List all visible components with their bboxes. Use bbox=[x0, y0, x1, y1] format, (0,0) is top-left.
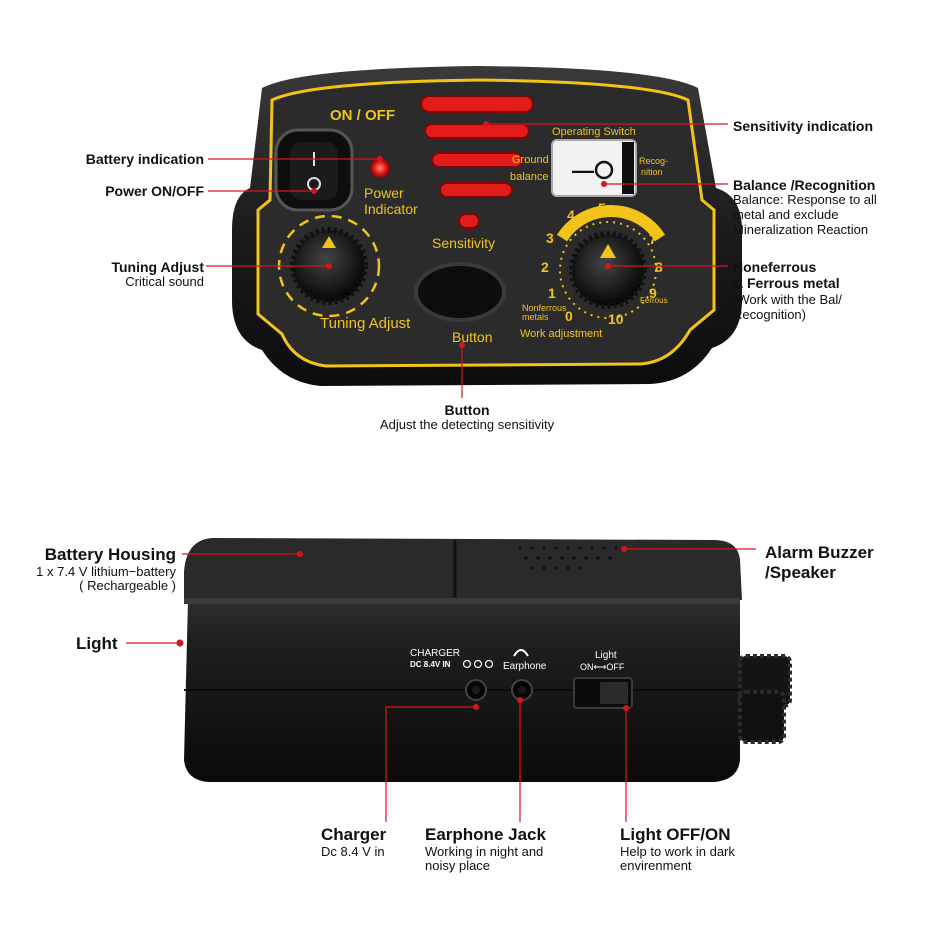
panel-on-off-label: ON / OFF bbox=[330, 107, 395, 124]
panel-nition-label: nition bbox=[641, 167, 663, 177]
callout-balance-title: Balance /Recognition bbox=[733, 177, 876, 193]
callout-nonferrous-line: Recognition) bbox=[733, 307, 806, 323]
callout-light-off-on: Light OFF/ON Help to work in dark envire… bbox=[620, 825, 735, 874]
side-light-switch-label: ON⟷OFF bbox=[580, 662, 625, 672]
panel-work-adjustment-label: Work adjustment bbox=[520, 328, 602, 340]
dial-number: 8 bbox=[655, 259, 663, 275]
recognition-symbol-icon bbox=[594, 160, 614, 180]
callout-tuning-adjust: Tuning Adjust Critical sound bbox=[111, 259, 204, 290]
work-adjust-knob[interactable] bbox=[556, 205, 666, 319]
callout-nonferrous-line: (Work with the Bal/ bbox=[733, 292, 842, 308]
leader-lines bbox=[126, 123, 756, 822]
side-earphone-label: Earphone bbox=[503, 661, 547, 672]
callout-earphone-title: Earphone Jack bbox=[425, 825, 546, 844]
callout-battery-housing: Battery Housing 1 x 7.4 V lithium−batter… bbox=[36, 545, 176, 594]
panel-nonferrous-label: Nonferrous bbox=[522, 303, 567, 313]
callout-battery-housing-title: Battery Housing bbox=[44, 545, 176, 564]
callout-light-off-on-line: envirenment bbox=[620, 858, 692, 874]
callout-earphone-line: noisy place bbox=[425, 858, 491, 874]
sensitivity-button[interactable] bbox=[414, 262, 506, 322]
callout-nonferrous-title: Noneferrous bbox=[733, 259, 817, 275]
panel-recog-label: Recog- bbox=[639, 156, 668, 166]
dial-number: 9 bbox=[649, 285, 657, 301]
callout-balance-line: Mineralization Reaction bbox=[733, 221, 869, 237]
balance-symbol: — bbox=[572, 158, 594, 183]
callout-button: Button Adjust the detecting sensitivity bbox=[352, 402, 582, 433]
callout-earphone-line: Working in night and bbox=[425, 843, 544, 859]
callout-charger-sub: Dc 8.4 V in bbox=[321, 843, 385, 859]
side-charger-label: CHARGER bbox=[410, 648, 460, 659]
callout-power-on-off: Power ON/OFF bbox=[105, 183, 204, 199]
panel-indicator-label: Indicator bbox=[364, 201, 418, 217]
panel-tuning-adjust-label: Tuning Adjust bbox=[320, 315, 411, 332]
panel-sensitivity-label: Sensitivity bbox=[432, 235, 495, 251]
callout-balance-line: Balance: Response to all bbox=[733, 192, 877, 208]
side-view-device bbox=[184, 538, 792, 782]
dial-number: 7 bbox=[649, 231, 657, 247]
panel-ground-label: Ground bbox=[512, 154, 549, 166]
callout-nonferrous-title: & Ferrous metal bbox=[733, 275, 840, 292]
callout-light-off-on-title: Light OFF/ON bbox=[620, 825, 731, 844]
callout-battery-housing-line: 1 x 7.4 V lithium−battery bbox=[36, 563, 176, 579]
callout-balance-line: metal and exclude bbox=[733, 207, 839, 223]
dial-number: 2 bbox=[541, 259, 549, 275]
dial-number: 4 bbox=[567, 207, 575, 223]
callout-alarm-buzzer: Alarm Buzzer /Speaker bbox=[765, 543, 874, 582]
callout-charger: Charger Dc 8.4 V in bbox=[321, 825, 386, 859]
side-light-label: Light bbox=[595, 650, 617, 661]
callout-earphone-jack: Earphone Jack Working in night and noisy… bbox=[425, 825, 546, 874]
callout-battery-housing-line: ( Rechargeable ) bbox=[79, 578, 176, 594]
callout-battery-indication: Battery indication bbox=[85, 151, 204, 167]
panel-balance-label: balance bbox=[510, 171, 549, 183]
callout-light: Light bbox=[76, 634, 118, 653]
callout-button-sub: Adjust the detecting sensitivity bbox=[379, 417, 555, 433]
panel-button-label: Button bbox=[452, 329, 492, 345]
dial-number: 0 bbox=[565, 308, 573, 324]
callout-charger-title: Charger bbox=[321, 825, 387, 844]
callout-light-off-on-line: Help to work in dark bbox=[620, 843, 735, 859]
dial-number: 3 bbox=[546, 230, 554, 246]
dial-number: 5 bbox=[598, 200, 606, 216]
sensitivity-led-bars bbox=[420, 95, 534, 229]
power-indicator-led bbox=[370, 158, 390, 178]
panel-metals-label: metals bbox=[522, 312, 549, 322]
callout-balance-recognition: Balance /Recognition Balance: Response t… bbox=[733, 177, 877, 238]
operating-switch[interactable]: — bbox=[551, 139, 637, 197]
dial-scale: 0 1 2 3 4 5 6 7 8 9 10 bbox=[541, 200, 663, 327]
callout-nonferrous: Noneferrous & Ferrous metal (Work with t… bbox=[733, 259, 842, 323]
panel-ferrous-label: Ferrous bbox=[640, 296, 668, 305]
panel-operating-switch-label: Operating Switch bbox=[552, 126, 636, 138]
dial-number: 6 bbox=[627, 206, 635, 222]
callout-tuning-sub: Critical sound bbox=[125, 274, 204, 290]
leader-dots bbox=[176, 121, 629, 711]
speaker-grille bbox=[518, 546, 618, 570]
panel-power-label: Power bbox=[364, 185, 404, 201]
dial-number: 10 bbox=[608, 311, 624, 327]
headphone-icon bbox=[513, 649, 529, 657]
callout-button-title: Button bbox=[444, 402, 490, 418]
callout-alarm-title: Alarm Buzzer bbox=[765, 543, 874, 562]
tuning-arrow-icon bbox=[322, 236, 336, 248]
callout-tuning-title: Tuning Adjust bbox=[111, 259, 204, 275]
dc-polarity-icon bbox=[462, 659, 494, 669]
side-dc-in-label: DC 8.4V IN bbox=[410, 660, 451, 669]
power-switch[interactable] bbox=[274, 128, 354, 212]
light-slide-switch[interactable] bbox=[573, 677, 633, 709]
work-adjust-arrow-icon bbox=[600, 244, 616, 258]
callout-sensitivity-indication: Sensitivity indication bbox=[733, 118, 874, 134]
callout-alarm-title: /Speaker bbox=[765, 562, 836, 582]
dial-number: 1 bbox=[548, 285, 556, 301]
